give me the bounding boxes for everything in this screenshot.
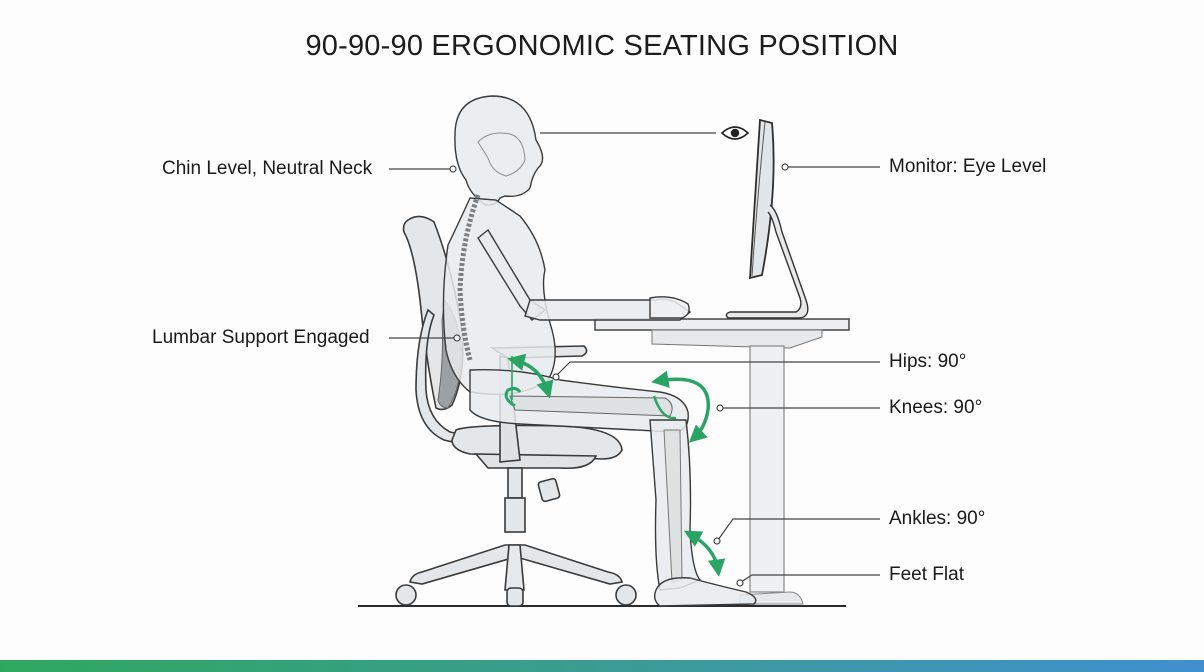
hip-angle-arrow [507,353,554,399]
skeleton-figure [442,95,757,607]
label-feet-flat: Feet Flat [889,564,964,585]
label-hips-angle: Hips: 90° [889,351,967,372]
diagram-title: 90-90-90 ERGONOMIC SEATING POSITION [305,30,899,62]
ankle-angle-arrow [683,530,726,577]
bottom-gradient-bar [0,660,1204,672]
label-knees-angle: Knees: 90° [889,397,983,418]
knee-angle-arrow [651,370,710,443]
label-ankles-angle: Ankles: 90° [889,508,986,529]
eye-icon [720,126,750,140]
label-monitor-eye-level: Monitor: Eye Level [889,156,1047,177]
angle-arrows [504,353,726,577]
leader-lines [389,132,880,587]
label-lumbar-support: Lumbar Support Engaged [152,327,370,348]
monitor [725,118,809,319]
label-chin-level: Chin Level, Neutral Neck [162,158,373,179]
